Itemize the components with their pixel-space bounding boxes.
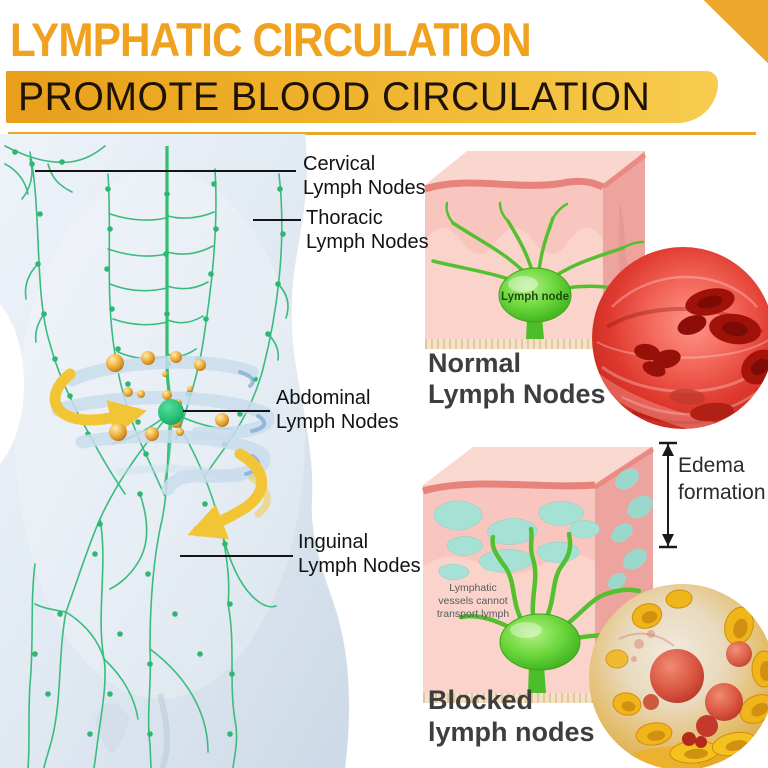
abdominal-pointer-line <box>183 410 270 412</box>
normal-caption: Normal Lymph Nodes <box>428 348 606 410</box>
trapped-red-cells <box>643 641 752 748</box>
normal-caption-line2: Lymph Nodes <box>428 379 606 409</box>
svg-text:transport lymph: transport lymph <box>437 608 510 620</box>
healthy-blood-vessel-inset <box>592 247 768 429</box>
edema-range-arrow-icon <box>659 441 677 549</box>
flow-arrow-icon <box>49 368 271 540</box>
edema-blobs-side <box>607 468 653 590</box>
label-abdominal-sub: Lymph Nodes <box>276 411 399 433</box>
label-abdominal: Abdominal Lymph Nodes <box>276 386 399 434</box>
red-blood-cells <box>634 288 768 422</box>
corner-triangle-decoration <box>703 0 768 64</box>
normal-lymph-node <box>498 267 572 323</box>
lymph-node-label: Lymph node <box>501 291 569 303</box>
subtitle-text: PROMOTE BLOOD CIRCULATION <box>18 74 651 119</box>
label-inguinal-sub: Lymph Nodes <box>298 555 421 577</box>
svg-text:vessels cannot: vessels cannot <box>438 595 508 607</box>
thoracic-pointer-line <box>253 219 301 221</box>
blocked-caption-line2: lymph nodes <box>428 717 595 747</box>
label-cervical-sub: Lymph Nodes <box>303 177 426 199</box>
blocked-caption: Blocked lymph nodes <box>428 684 595 748</box>
blocked-lymph-node <box>499 613 581 671</box>
label-cervical: Cervical Lymph Nodes <box>303 152 426 200</box>
body-illustration <box>0 134 376 768</box>
edema-label: Edema formation <box>678 452 766 506</box>
blocked-caption-line1: Blocked <box>428 685 534 715</box>
blocked-annotation: Lymphatic vessels cannot transport lymph <box>437 582 510 620</box>
subtitle-banner: PROMOTE BLOOD CIRCULATION <box>6 71 718 123</box>
cervical-pointer-line <box>35 170 296 172</box>
blocked-blood-vessel-inset <box>589 584 768 768</box>
header-underline <box>8 132 756 135</box>
label-inguinal-name: Inguinal <box>298 531 369 553</box>
normal-caption-line1: Normal <box>428 348 522 378</box>
edema-label-line2: formation <box>678 481 766 504</box>
page-title: LYMPHATIC CIRCULATION <box>10 13 532 66</box>
label-thoracic-sub: Lymph Nodes <box>306 231 429 253</box>
label-cervical-name: Cervical <box>303 153 376 175</box>
svg-text:Lymphatic: Lymphatic <box>449 582 496 594</box>
label-thoracic-name: Thoracic <box>306 207 383 229</box>
lymph-node-dots <box>12 149 286 737</box>
abdominal-node <box>158 399 184 425</box>
label-abdominal-name: Abdominal <box>276 387 371 409</box>
blocked-skin-panel: Lymphatic vessels cannot transport lymph <box>422 446 655 703</box>
label-thoracic: Thoracic Lymph Nodes <box>306 206 429 254</box>
edema-label-line1: Edema <box>678 454 745 477</box>
inguinal-pointer-line <box>180 555 293 557</box>
label-inguinal: Inguinal Lymph Nodes <box>298 530 421 578</box>
lymph-network <box>4 145 289 768</box>
